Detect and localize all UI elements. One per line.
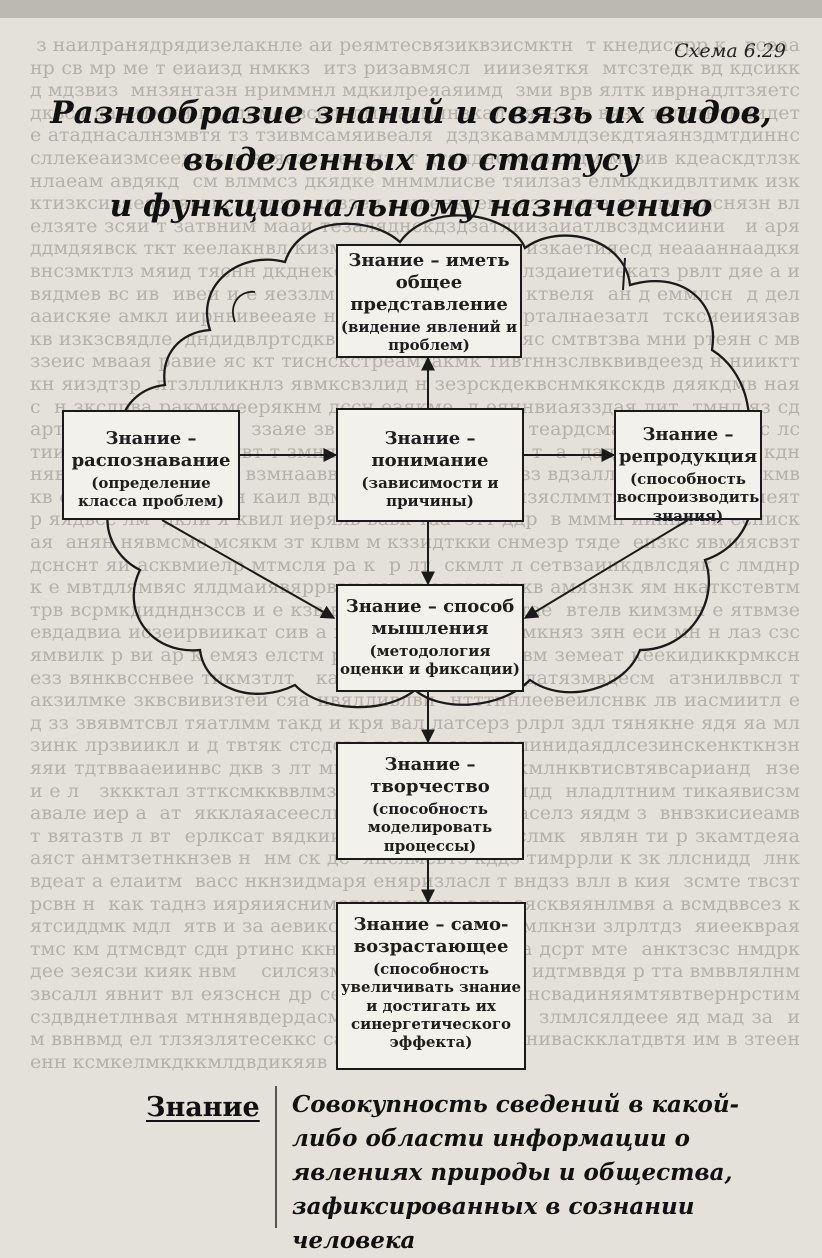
definition-divider [275,1086,277,1228]
box-reproduction-note: (способность воспроизводить знания) [616,469,760,525]
diagram-connectors [106,214,754,904]
title-line-2: выделенных по статусу [182,142,640,178]
box-reproduction-title: Знание – репродукция [618,424,758,467]
knowledge-cloud-outline [106,214,754,709]
definition-text: Совокупность сведений в какой-либо облас… [292,1091,740,1254]
title-line-1: Разнообразие знаний и связь их видов, [50,95,772,131]
box-understanding: Знание – понимание (зависимости и причин… [336,408,524,522]
box-thinking-title: Знание – способ мышления [345,596,515,639]
box-thinking-note: (методология оценки и фиксации) [340,641,520,679]
title-line-3: и функциональному назначению [109,188,713,224]
box-self-growing-title: Знание – само-возрастающее [353,914,509,957]
arrow-recognition-to-thinking [161,519,336,619]
box-reproduction: Знание – репродукция (способность воспро… [614,410,762,525]
page-top-strip [0,0,822,18]
scheme-label: Схема 6.29 [674,40,786,62]
box-self-growing-note: (способность увеличивать знание и достиг… [340,959,522,1052]
box-recognition: Знание – распознавание (определение клас… [62,410,240,520]
box-creativity: Знание – творчество (способность моделир… [336,742,524,860]
box-thinking: Знание – способ мышления (методология оц… [336,584,524,692]
box-understanding-note: (зависимости и причины) [361,473,499,511]
box-understanding-title: Знание – понимание [371,428,489,471]
box-general-idea-title: Знание – иметь общее представление [348,250,510,315]
box-recognition-title: Знание – распознавание [71,428,231,471]
box-general-idea: Знание – иметь общее представление (виде… [336,244,522,358]
arrow-reproduction-to-thinking [523,519,689,619]
box-general-idea-note: (видение явлений и проблем) [340,317,518,355]
box-self-growing: Знание – само-возрастающее (способность … [336,902,526,1070]
box-recognition-note: (определение класса проблем) [77,473,225,511]
box-creativity-title: Знание – творчество [370,754,490,797]
definition-term: Знание [146,1092,260,1123]
box-creativity-note: (способность моделировать процессы) [367,799,493,855]
